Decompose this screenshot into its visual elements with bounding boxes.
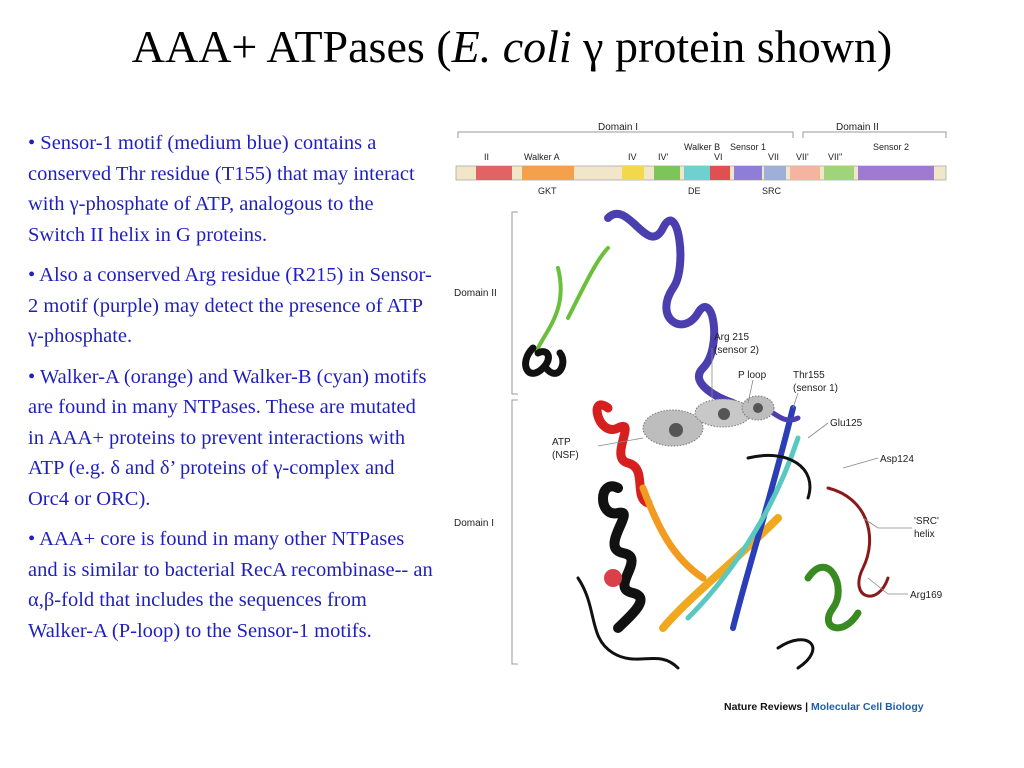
callout-asp124: Asp124 <box>880 454 914 465</box>
bullet-sensor1: • Sensor-1 motif (medium blue) contains … <box>28 132 415 246</box>
seg-ii <box>476 166 512 180</box>
seg-label-vii-double-prime: VII'' <box>828 152 843 162</box>
sub-label-de: DE <box>688 186 701 196</box>
domain-ii-top-label: Domain II <box>836 122 879 133</box>
side-label-domain-ii: Domain II <box>454 288 497 299</box>
seg-sensor-2 <box>858 166 934 180</box>
callout-ploop: P loop <box>738 370 767 381</box>
credit-separator: | <box>802 701 811 713</box>
callout-lines <box>597 348 912 595</box>
bullet-list: • Sensor-1 motif (medium blue) contains … <box>28 128 433 656</box>
callout-arg215-sensor: (sensor 2) <box>714 345 759 356</box>
callout-arg215-name: Arg 215 <box>714 332 749 343</box>
ribbon-blue-strand <box>730 405 796 631</box>
title-species: E. coli <box>451 21 572 72</box>
credit-journal: Nature Reviews <box>724 701 802 713</box>
seg-walker-a <box>522 166 574 180</box>
bullet-walker: • Walker-A (orange) and Walker-B (cyan) … <box>28 365 427 510</box>
bullet-sensor2: • Also a conserved Arg residue (R215) in… <box>28 264 432 347</box>
ribbon-black-coil <box>576 453 815 670</box>
seg-vii-double-prime <box>824 166 854 180</box>
callout-src-helix: helix <box>914 529 935 540</box>
seg-label-walker-b: Walker B <box>684 142 720 152</box>
domain-brackets <box>457 131 947 138</box>
callout-atp-nsf: (NSF) <box>552 450 579 461</box>
ribbon-black-loop <box>522 344 567 377</box>
seg-vii-prime <box>790 166 820 180</box>
ribbon-cyan <box>685 435 801 621</box>
slide-title: AAA+ ATPases (E. coli γ protein shown) <box>0 21 1024 73</box>
callout-atp-name: ATP <box>552 437 571 448</box>
seg-label-sensor-2: Sensor 2 <box>873 142 909 152</box>
seg-label-vi: VI <box>714 152 723 162</box>
seg-iv-prime <box>654 166 680 180</box>
credit-section: Molecular Cell Biology <box>811 701 924 713</box>
ribbon-orange <box>639 484 707 582</box>
figure-credit: Nature Reviews | Molecular Cell Biology <box>724 701 924 713</box>
seg-vi <box>710 166 730 180</box>
callout-glu125: Glu125 <box>830 418 863 429</box>
title-rest: γ protein shown) <box>571 21 893 72</box>
callout-thr155-name: Thr155 <box>793 370 825 381</box>
ribbon-green <box>536 246 610 350</box>
callout-arg169: Arg169 <box>910 590 943 601</box>
side-brackets <box>511 211 518 665</box>
domain-bar <box>455 165 947 181</box>
ribbon-structure <box>522 209 890 670</box>
title-main: AAA+ ATPases ( <box>131 21 452 72</box>
protein-figure: Domain I Domain II II Walker A IV IV' Wa… <box>454 122 947 713</box>
seg-sensor-1 <box>734 166 762 180</box>
atp-mesh <box>642 395 775 447</box>
callout-src-name: 'SRC' <box>914 516 939 527</box>
seg-label-iv-prime: IV' <box>658 152 669 162</box>
ribbon-purple-helix <box>604 209 737 407</box>
domain-i-top-label: Domain I <box>598 122 638 133</box>
ribbon-red-helix <box>592 400 653 508</box>
side-label-domain-i: Domain I <box>454 518 494 529</box>
sub-label-gkt: GKT <box>538 186 557 196</box>
bullet-core: • AAA+ core is found in many other NTPas… <box>28 528 433 642</box>
seg-iv <box>622 166 644 180</box>
seg-label-vii-prime: VII' <box>796 152 809 162</box>
ribbon-dark-red <box>826 486 890 598</box>
seg-walker-b <box>684 166 710 180</box>
sub-label-src: SRC <box>762 186 782 196</box>
seg-label-walker-a: Walker A <box>524 152 560 162</box>
seg-label-sensor-1: Sensor 1 <box>730 142 766 152</box>
seg-label-ii: II <box>484 152 489 162</box>
magnesium-sphere <box>604 569 622 587</box>
ribbon-green-lower <box>804 563 862 632</box>
ribbon-black-helix <box>598 481 646 633</box>
seg-vii <box>764 166 786 180</box>
seg-label-iv: IV <box>628 152 637 162</box>
seg-label-vii: VII <box>768 152 779 162</box>
callout-thr155-sensor: (sensor 1) <box>793 383 838 394</box>
